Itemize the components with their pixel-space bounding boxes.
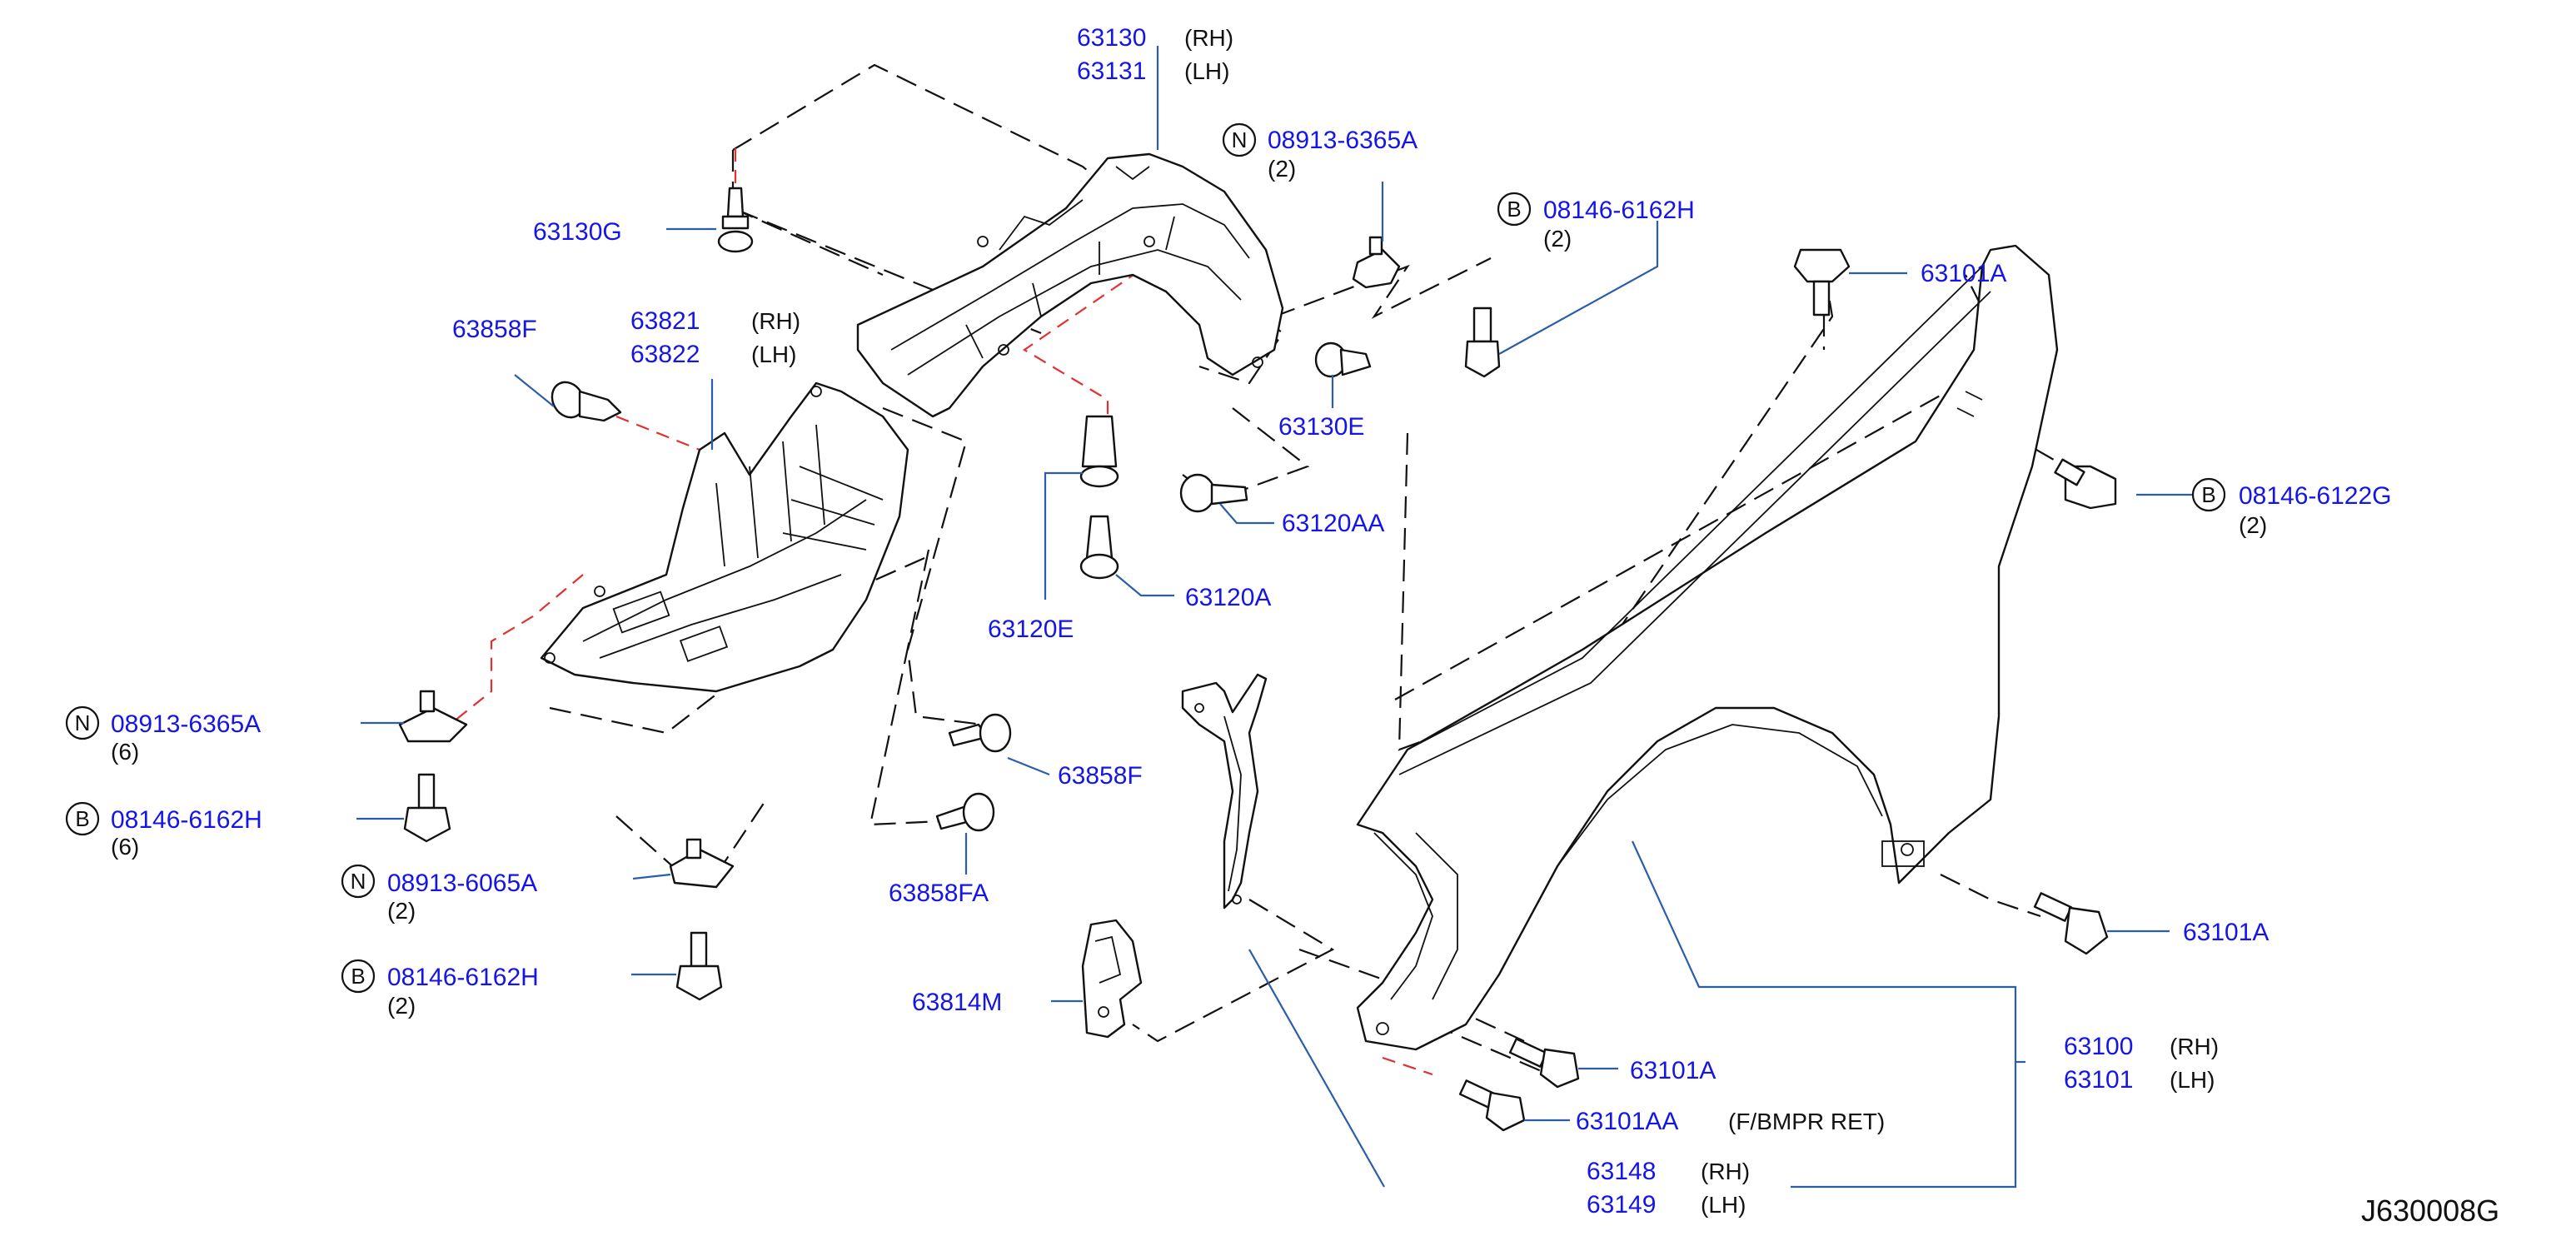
label-63120a: 63120A bbox=[1185, 584, 1271, 611]
qty-08913-6365a-top: (2) bbox=[1268, 156, 1296, 182]
clip-63858fa bbox=[935, 792, 995, 832]
label-63101-side: (LH) bbox=[2170, 1067, 2215, 1093]
b-badge-low-letter: B bbox=[351, 964, 365, 989]
label-63822: 63822 bbox=[630, 341, 700, 368]
n-badge-top bbox=[1222, 122, 1257, 157]
n-badge-left-letter: N bbox=[75, 710, 91, 735]
qty-08146-6162h-low: (2) bbox=[387, 993, 416, 1019]
b-badge-right bbox=[2191, 477, 2226, 512]
label-63821-side: (RH) bbox=[751, 308, 800, 334]
diagram-code: J630008G bbox=[2361, 1194, 2499, 1228]
fender-protector-front bbox=[856, 152, 1284, 418]
label-63822-side: (LH) bbox=[751, 341, 796, 367]
label-63101: 63101 bbox=[2064, 1066, 2133, 1094]
clip-63858f-mid bbox=[948, 713, 1012, 753]
label-08913-6065a: 08913-6065A bbox=[387, 870, 537, 897]
label-63131-side: (LH) bbox=[1184, 58, 1229, 84]
label-08913-6365a-top: 08913-6365A bbox=[1268, 127, 1418, 154]
label-63120aa: 63120AA bbox=[1282, 510, 1384, 537]
n-badge-low-letter: N bbox=[351, 869, 366, 894]
nut-63120e bbox=[1079, 415, 1119, 488]
label-08146-6122g: 08146-6122G bbox=[2239, 482, 2392, 510]
label-63130-side: (RH) bbox=[1184, 25, 1233, 51]
label-63101a-right: 63101A bbox=[2183, 919, 2269, 946]
bracket-63814m bbox=[1081, 919, 1143, 1039]
front-fender bbox=[1356, 244, 2059, 1051]
label-63131: 63131 bbox=[1077, 57, 1146, 85]
red-attachment-lines bbox=[449, 148, 1433, 1076]
b-badge-left bbox=[65, 801, 100, 836]
n-badge-low bbox=[341, 864, 376, 899]
bolt-08146-6162h-top bbox=[1464, 307, 1501, 378]
clip-63130g bbox=[717, 187, 754, 253]
note-f-bmpr-ret: (F/BMPR RET) bbox=[1728, 1109, 1885, 1134]
label-63101a-top: 63101A bbox=[1921, 260, 2006, 287]
qty-08146-6162h-left: (6) bbox=[111, 834, 139, 860]
bolt-63101a-top bbox=[1793, 248, 1851, 316]
screw-63120a bbox=[1079, 515, 1119, 580]
label-63149-side: (LH) bbox=[1701, 1192, 1746, 1218]
label-08146-6162h-left: 08146-6162H bbox=[111, 806, 262, 834]
clip-63130e bbox=[1314, 341, 1372, 378]
bolt-63101a-right bbox=[2033, 892, 2109, 955]
qty-08913-6065a: (2) bbox=[387, 898, 416, 924]
b-badge-low bbox=[341, 959, 376, 994]
label-08146-6162h-low: 08146-6162H bbox=[387, 964, 539, 991]
label-63120e: 63120E bbox=[988, 616, 1074, 643]
label-63130: 63130 bbox=[1077, 24, 1146, 52]
leader-lines bbox=[356, 46, 2195, 1189]
label-63821: 63821 bbox=[630, 307, 700, 335]
fender-bracket bbox=[1181, 673, 1268, 910]
b-badge-top-letter: B bbox=[1507, 197, 1521, 222]
nut-08913-6365a-top bbox=[1352, 236, 1401, 289]
qty-08146-6162h-top: (2) bbox=[1543, 226, 1572, 252]
bolt-63101aa bbox=[1458, 1079, 1526, 1132]
label-63148-side: (RH) bbox=[1701, 1159, 1750, 1184]
label-63858fa: 63858FA bbox=[889, 880, 989, 907]
bolt-08146-6162h-left bbox=[403, 773, 451, 843]
clip-63858f-top bbox=[551, 381, 622, 422]
clip-63120aa bbox=[1179, 473, 1248, 513]
label-63148: 63148 bbox=[1587, 1158, 1656, 1185]
fasteners bbox=[398, 187, 2117, 1132]
label-63814m: 63814M bbox=[912, 989, 1002, 1016]
b-badge-top bbox=[1497, 192, 1532, 227]
label-63858f-mid: 63858F bbox=[1058, 762, 1143, 790]
nut-08913-6065a bbox=[669, 838, 735, 889]
b-badge-left-letter: B bbox=[75, 806, 89, 831]
label-63101a-low: 63101A bbox=[1630, 1057, 1716, 1084]
label-63101aa: 63101AA bbox=[1576, 1108, 1678, 1135]
bolt-63101a-low bbox=[1508, 1038, 1580, 1089]
qty-08146-6122g: (2) bbox=[2239, 512, 2267, 538]
bolt-08146-6162h-low bbox=[675, 931, 723, 1001]
label-63130g: 63130G bbox=[533, 218, 622, 246]
label-63149: 63149 bbox=[1587, 1191, 1656, 1219]
label-63858f-top: 63858F bbox=[452, 316, 537, 343]
n-badge-left bbox=[65, 705, 100, 740]
splash-shield bbox=[540, 381, 909, 693]
qty-08913-6365a-left: (6) bbox=[111, 739, 139, 765]
bolt-08146-6122g bbox=[2054, 458, 2117, 510]
label-08146-6162h-top: 08146-6162H bbox=[1543, 197, 1695, 224]
label-63130e: 63130E bbox=[1278, 413, 1364, 441]
label-08913-6365a-left: 08913-6365A bbox=[111, 710, 261, 738]
label-63100-side: (RH) bbox=[2170, 1034, 2219, 1059]
label-63100: 63100 bbox=[2064, 1033, 2133, 1060]
b-badge-right-letter: B bbox=[2201, 482, 2215, 507]
nut-08913-6365a-left bbox=[398, 690, 468, 743]
part-labels: 63130 (RH) 63131 (LH) 63130G 63858F 6382… bbox=[65, 24, 2499, 1228]
n-badge-top-letter: N bbox=[1232, 127, 1248, 152]
